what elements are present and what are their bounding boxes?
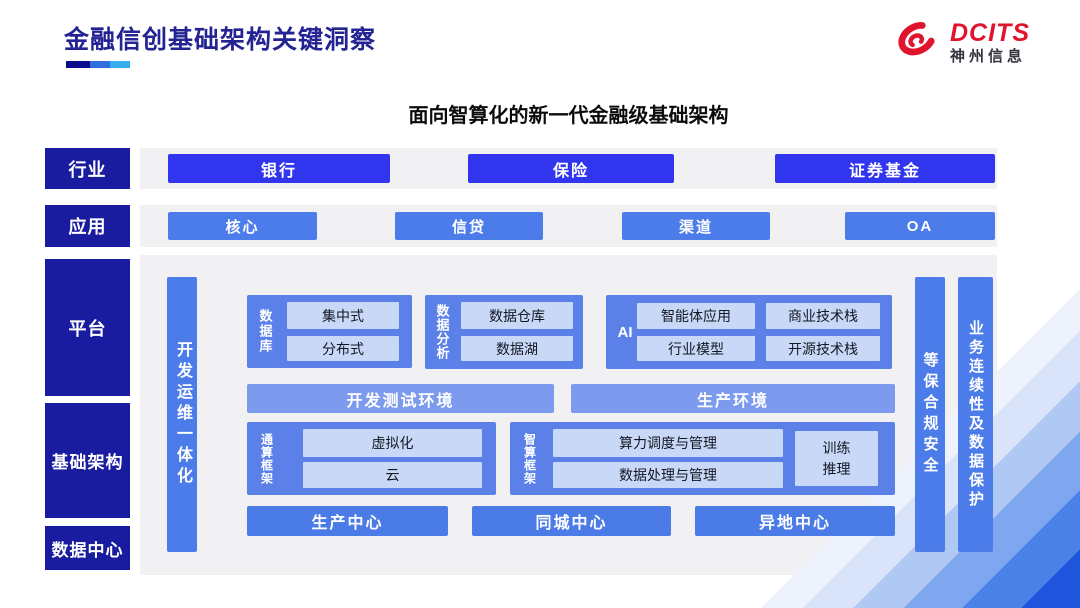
- node-data-warehouse: 数据仓库: [461, 302, 573, 329]
- dev-test-env-bar: 开发测试环境: [247, 384, 554, 413]
- node-remote-center: 异地中心: [695, 506, 895, 536]
- node-insurance: 保险: [468, 154, 674, 183]
- row-label-application: 应用: [45, 205, 130, 247]
- devops-bar-label: 开发运维一体化: [174, 341, 191, 488]
- ai-section: AI 智能体应用 商业技术栈 行业模型 开源技术栈: [606, 295, 892, 369]
- node-commercial-stack: 商业技术栈: [766, 303, 880, 329]
- row-label-datacenter: 数据中心: [45, 526, 130, 570]
- node-opensource-stack: 开源技术栈: [766, 336, 880, 361]
- node-same-city-center: 同城中心: [472, 506, 671, 536]
- row-label-industry: 行业: [45, 148, 130, 189]
- production-env-bar: 生产环境: [571, 384, 895, 413]
- devops-bar: 开发运维一体化: [167, 277, 197, 552]
- node-data-processing: 数据处理与管理: [553, 462, 783, 488]
- intelligent-compute-label: 智算框架: [522, 432, 537, 485]
- general-compute-label: 通算框架: [259, 432, 274, 485]
- node-agent-apps: 智能体应用: [637, 303, 755, 329]
- node-oa: OA: [845, 212, 995, 240]
- logo-company-text: 神州信息: [950, 48, 1027, 65]
- node-distributed: 分布式: [287, 336, 399, 361]
- general-compute-section: 通算框架 虚拟化 云: [247, 422, 496, 495]
- accent-segment-dark: [66, 61, 90, 68]
- swirl-icon: [888, 16, 942, 69]
- row-label-infrastructure: 基础架构: [45, 403, 130, 518]
- node-virtualization: 虚拟化: [303, 429, 482, 457]
- title-accent-bar: [66, 61, 130, 68]
- node-securities-funds: 证券基金: [775, 154, 995, 183]
- page-title: 金融信创基础架构关键洞察: [64, 26, 377, 54]
- node-centralized: 集中式: [287, 302, 399, 329]
- accent-segment-mid: [90, 61, 110, 68]
- ai-section-label: AI: [617, 323, 633, 341]
- node-industry-models: 行业模型: [637, 336, 755, 361]
- database-section-label: 数据库: [257, 309, 273, 354]
- continuity-bar-label: 业务连续性及数据保护: [967, 319, 984, 510]
- node-compute-scheduling: 算力调度与管理: [553, 429, 783, 457]
- node-bank: 银行: [168, 154, 390, 183]
- node-core: 核心: [168, 212, 317, 240]
- accent-segment-light: [110, 61, 130, 68]
- row-label-platform: 平台: [45, 259, 130, 396]
- analytics-section-label: 数据分析: [434, 304, 450, 360]
- logo-brand-text: DCITS: [950, 18, 1030, 47]
- node-training-inference: 训练 推理: [795, 431, 878, 486]
- node-production-center: 生产中心: [247, 506, 448, 536]
- dcits-logo: DCITS 神州信息: [888, 16, 1030, 69]
- node-data-lake: 数据湖: [461, 336, 573, 361]
- intelligent-compute-section: 智算框架 算力调度与管理 数据处理与管理 训练 推理: [510, 422, 895, 495]
- node-credit: 信贷: [395, 212, 543, 240]
- database-section: 数据库 集中式 分布式: [247, 295, 412, 368]
- analytics-section: 数据分析 数据仓库 数据湖: [425, 295, 583, 369]
- security-bar-label: 等保合规安全: [921, 351, 939, 478]
- diagram-subtitle: 面向智算化的新一代金融级基础架构: [408, 105, 729, 127]
- node-channel: 渠道: [622, 212, 770, 240]
- security-bar: 等保合规安全: [915, 277, 945, 552]
- node-cloud: 云: [303, 462, 482, 488]
- continuity-bar: 业务连续性及数据保护: [958, 277, 993, 552]
